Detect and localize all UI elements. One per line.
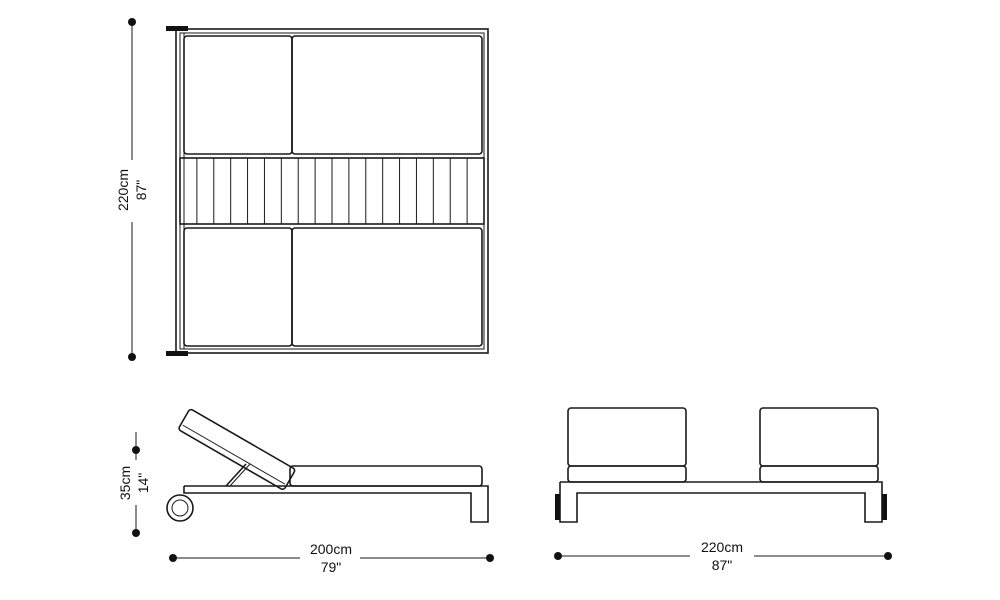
side-length-imperial: 79" xyxy=(321,559,342,575)
plan-depth-imperial: 87" xyxy=(133,180,149,201)
front-backrest-left xyxy=(567,407,687,467)
plan-depth-dimension: 220cm 87" xyxy=(115,18,149,361)
side-length-dimension: 200cm 79" xyxy=(169,541,494,575)
plan-wheel-top xyxy=(166,26,188,31)
plan-cushion-back-upper xyxy=(183,35,293,155)
plan-depth-metric: 220cm xyxy=(115,169,131,211)
plan-cushion-seat-upper xyxy=(291,35,483,155)
height-metric: 35cm xyxy=(117,466,133,500)
plan-wheel-bottom xyxy=(166,351,188,356)
side-wheel xyxy=(166,494,194,522)
height-imperial: 14" xyxy=(135,473,151,494)
front-width-dimension: 220cm 87" xyxy=(554,539,892,573)
height-dimension: 35cm 14" xyxy=(117,432,151,537)
plan-slats xyxy=(196,158,468,224)
front-wheel-left xyxy=(555,494,560,520)
plan-view xyxy=(166,26,489,356)
plan-cushion-seat-lower xyxy=(291,227,483,347)
front-view xyxy=(555,407,887,523)
plan-cushion-back-lower xyxy=(183,227,293,347)
front-backrest-right xyxy=(759,407,879,467)
front-width-metric: 220cm xyxy=(701,539,743,555)
side-backrest xyxy=(178,408,296,491)
plan-frame xyxy=(175,28,489,354)
front-wheel-right xyxy=(882,494,887,520)
front-width-imperial: 87" xyxy=(712,557,733,573)
side-view xyxy=(166,408,489,523)
side-seat-cushion xyxy=(289,465,483,487)
side-length-metric: 200cm xyxy=(310,541,352,557)
